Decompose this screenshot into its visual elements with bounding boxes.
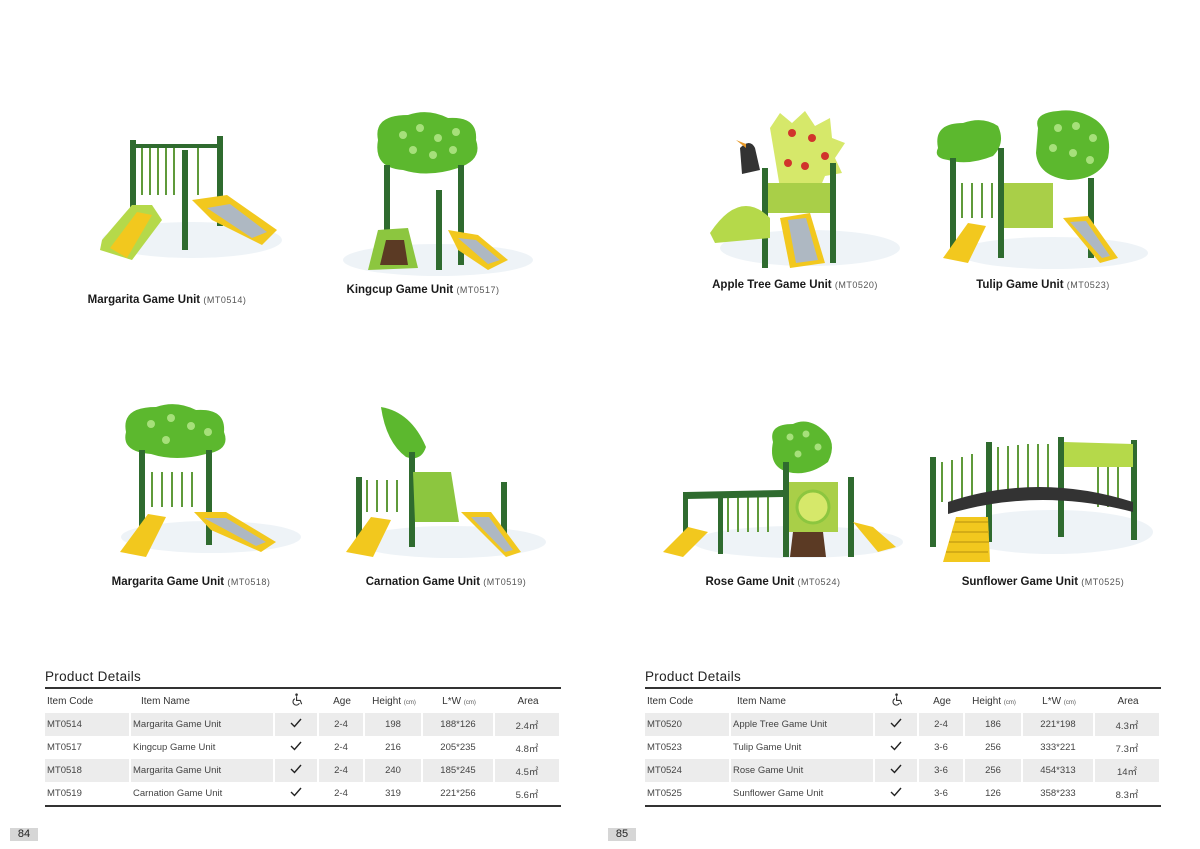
product-name: Tulip Game Unit: [976, 279, 1064, 291]
header-lw: L*W (cm): [442, 695, 476, 707]
table-row: MT0514 Margarita Game Unit 2-4 198 188*1…: [45, 713, 561, 736]
product-name: Sunflower Game Unit: [961, 576, 1079, 588]
playground-illustration: [936, 110, 1148, 269]
product-card[interactable]: Kingcup Game Unit (MT0517): [308, 110, 538, 296]
header-area: Area: [1117, 695, 1139, 707]
product-card[interactable]: Carnation Game Unit (MT0519): [331, 402, 561, 588]
check-icon: [290, 787, 302, 797]
product-code: (MT0523): [1066, 280, 1110, 290]
product-name: Kingcup Game Unit: [346, 284, 454, 296]
product-card[interactable]: Tulip Game Unit (MT0523): [928, 108, 1158, 291]
product-code: (MT0524): [797, 577, 841, 587]
playground-illustration: [710, 111, 900, 268]
product-card[interactable]: Sunflower Game Unit (MT0525): [928, 402, 1158, 588]
check-icon: [890, 787, 902, 797]
section-title: Product Details: [645, 669, 1161, 689]
product-code: (MT0519): [483, 577, 527, 587]
table-row: MT0517 Kingcup Game Unit 2-4 216 205*235…: [45, 736, 561, 759]
page-number: 85: [608, 828, 636, 841]
header-age: Age: [933, 695, 951, 707]
left-page: Margarita Game Unit (MT0514) Kingcup Gam…: [10, 110, 561, 841]
table-row: MT0519 Carnation Game Unit 2-4 319 221*2…: [45, 782, 561, 805]
product-name: Rose Game Unit: [705, 576, 795, 588]
header-area: Area: [517, 695, 539, 707]
product-details-table: Item Code Item Name Age Height (cm) L*W …: [45, 689, 561, 805]
check-icon: [290, 741, 302, 751]
check-icon: [290, 764, 302, 774]
section-title: Product Details: [45, 669, 561, 689]
right-page: Apple Tree Game Unit (MT0520) Tulip Game…: [600, 0, 1200, 849]
header-height: Height (cm): [372, 695, 416, 707]
header-item-name: Item Name: [141, 695, 190, 707]
playground-illustration: [663, 421, 903, 558]
header-item-name: Item Name: [737, 695, 786, 707]
playground-illustration: [346, 407, 546, 558]
header-age: Age: [333, 695, 351, 707]
product-code: (MT0518): [227, 577, 271, 587]
header-item-code: Item Code: [647, 695, 694, 707]
product-card[interactable]: Margarita Game Unit (MT0514): [52, 120, 282, 306]
playground-illustration: [343, 112, 533, 276]
playground-illustration: [120, 404, 301, 557]
check-icon: [890, 718, 902, 728]
product-code: (MT0520): [834, 280, 878, 290]
product-card[interactable]: Rose Game Unit (MT0524): [658, 402, 903, 588]
table-row: MT0523 Tulip Game Unit 3-6 256 333*221 7…: [645, 736, 1161, 759]
header-item-code: Item Code: [47, 695, 94, 707]
table-header-row: Item Code Item Name Age Height (cm) L*W …: [45, 689, 561, 713]
wheelchair-icon: [891, 693, 904, 706]
check-icon: [290, 718, 302, 728]
product-name: Margarita Game Unit: [87, 294, 201, 306]
table-header-row: Item Code Item Name Age Height (cm) L*W …: [645, 689, 1161, 713]
wheelchair-icon: [291, 693, 304, 706]
product-code: (MT0514): [203, 295, 247, 305]
product-card[interactable]: Margarita Game Unit (MT0518): [76, 402, 306, 588]
product-card[interactable]: Apple Tree Game Unit (MT0520): [680, 108, 910, 291]
product-details-table: Item Code Item Name Age Height (cm) L*W …: [645, 689, 1161, 805]
page-number: 84: [10, 828, 38, 841]
check-icon: [890, 764, 902, 774]
product-name: Carnation Game Unit: [365, 576, 481, 588]
table-row: MT0518 Margarita Game Unit 2-4 240 185*2…: [45, 759, 561, 782]
table-row: MT0520 Apple Tree Game Unit 2-4 186 221*…: [645, 713, 1161, 736]
header-height: Height (cm): [972, 695, 1016, 707]
product-details-section: Product Details Item Code Item Name Age …: [645, 669, 1161, 807]
playground-illustration: [100, 136, 282, 260]
product-details-section: Product Details Item Code Item Name Age …: [45, 669, 561, 807]
product-name: Margarita Game Unit: [111, 576, 225, 588]
check-icon: [890, 741, 902, 751]
playground-illustration: [930, 437, 1153, 562]
table-row: MT0525 Sunflower Game Unit 3-6 126 358*2…: [645, 782, 1161, 805]
table-row: MT0524 Rose Game Unit 3-6 256 454*313 14…: [645, 759, 1161, 782]
header-lw: L*W (cm): [1042, 695, 1076, 707]
product-code: (MT0525): [1081, 577, 1125, 587]
product-code: (MT0517): [456, 285, 500, 295]
product-name: Apple Tree Game Unit: [712, 279, 832, 291]
